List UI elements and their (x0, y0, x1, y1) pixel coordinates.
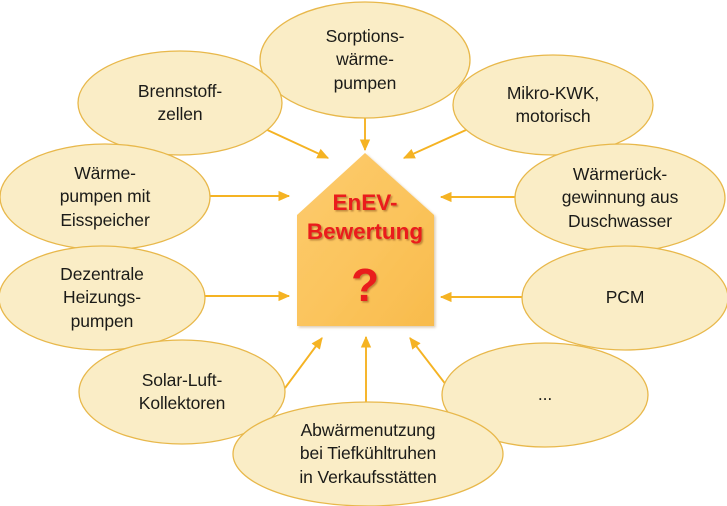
node-ellipse-brennstoffzellen[interactable] (77, 50, 283, 156)
arrow-mikro-kwk (402, 129, 467, 159)
node-ellipse-weitere[interactable] (441, 342, 649, 448)
node-ellipse-sorptionswaermepumpen[interactable] (259, 1, 471, 119)
node-ellipse-waermerueckgewinnung-aus-duschwasser[interactable] (514, 143, 726, 253)
arrow-solar-luft-kollektoren (284, 337, 323, 389)
arrow-weitere (409, 337, 451, 391)
node-ellipse-pcm[interactable] (521, 245, 727, 351)
arrow-connectors (205, 118, 523, 404)
node-ellipse-mikro-kwk-motorisch[interactable] (452, 54, 654, 156)
arrow-brennstoffzellen (262, 127, 330, 159)
node-ellipse-waermepumpen-mit-eisspeicher[interactable] (0, 143, 211, 251)
node-ellipse-dezentrale-heizungspumpen[interactable] (0, 245, 206, 351)
node-ellipse-abwaermenutzung-tiefkuehltruhen[interactable] (232, 401, 504, 506)
enev-bewertung-house (297, 153, 434, 326)
node-ellipse-solar-luft-kollektoren[interactable] (78, 339, 286, 445)
